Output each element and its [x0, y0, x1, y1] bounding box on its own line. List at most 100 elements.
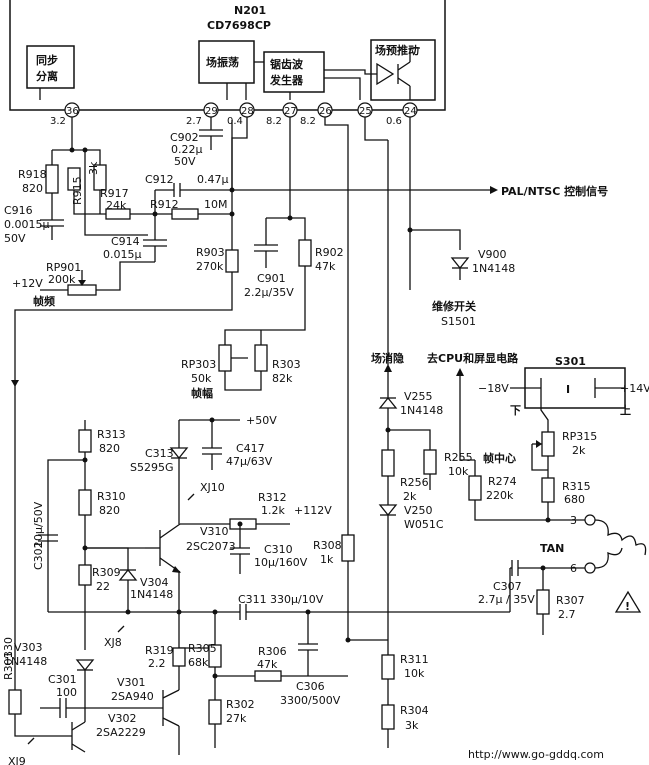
ic-n201: N201 CD7698CP 同步 分离 场振荡 锯齿波 发生器 场预推动	[9, 0, 446, 111]
pin-25: 25	[359, 106, 372, 117]
c417-val: 47μ/63V	[226, 455, 273, 468]
s301-ref: S301	[555, 355, 586, 368]
r917-ref: R917	[100, 187, 129, 200]
c311-ref: C311	[238, 593, 267, 606]
v900-val: 1N4148	[472, 262, 515, 275]
pin-28: 28	[241, 106, 254, 117]
sawtooth-label-2: 发生器	[269, 73, 304, 87]
r305-val: 68k	[188, 656, 209, 669]
c901-ref: C901	[257, 272, 286, 285]
r917-val: 24k	[106, 199, 127, 212]
switch-pos: I	[566, 383, 570, 396]
xj10-label: XJ10	[200, 481, 225, 494]
frame-center-label: 帧中心	[483, 451, 516, 465]
r306-val: 47k	[257, 658, 278, 671]
pin-26: 26	[319, 106, 332, 117]
r915-val: 3k	[87, 161, 100, 175]
v310-val: 2SC2073	[186, 540, 236, 553]
v304-ref: V304	[140, 576, 169, 589]
c306-ref: C306	[296, 680, 325, 693]
c302-val: 10μ/50V	[32, 501, 45, 548]
up-label: 上	[620, 403, 631, 417]
osc-block	[198, 40, 255, 84]
r915-ref: R915	[71, 176, 84, 205]
r902-val: 47k	[315, 260, 336, 273]
c902-ref: C902	[170, 131, 199, 144]
xj9-label: XJ9	[8, 755, 26, 765]
c301-ref: C301	[48, 673, 77, 686]
r310-ref: R310	[97, 490, 126, 503]
r307-val: 2.7	[558, 608, 576, 621]
s1501-label: 维修开关	[432, 299, 476, 313]
sawtooth-label-1: 锯齿波	[270, 57, 304, 71]
c902-v: 50V	[174, 155, 196, 168]
c307-ref: C307	[493, 580, 522, 593]
v304-val: 1N4148	[130, 588, 173, 601]
c914-ref: C914	[111, 235, 140, 248]
osc-label: 场振荡	[206, 55, 239, 69]
c902-val: 0.22μ	[171, 143, 203, 156]
c306-val: 3300/500V	[280, 694, 341, 707]
ic-part: CD7698CP	[207, 19, 271, 32]
r302-val: 27k	[226, 712, 247, 725]
v250-ref: V250	[404, 504, 433, 517]
v301-ref: V301	[117, 676, 146, 689]
rp303-val: 50k	[191, 372, 212, 385]
plus12v-label: +12V	[12, 277, 43, 290]
sawtooth-block	[263, 51, 325, 93]
v310-ref: V310	[200, 525, 229, 538]
r304-ref: R304	[400, 704, 429, 717]
r305-ref: R305	[188, 642, 217, 655]
rp901-val: 200k	[48, 273, 76, 286]
ic-ref: N201	[234, 4, 266, 17]
c311-val: 330μ/10V	[270, 593, 324, 606]
minus18v-label: −18V	[478, 382, 509, 395]
pin-36: 36	[66, 106, 79, 117]
r255-ref: R255	[444, 451, 473, 464]
r307-ref: R307	[556, 594, 585, 607]
c302-ref: C302	[32, 541, 45, 570]
junction-dots	[69, 147, 551, 679]
r903-ref: R903	[196, 246, 225, 259]
r310-val: 820	[99, 504, 120, 517]
tan-label: TAN	[540, 542, 564, 555]
r304-val: 3k	[405, 719, 419, 732]
c310-val: 10μ/160V	[254, 556, 308, 569]
sawtooth-network: C901 2.2μ/35V R902 47k RP303 50k 帧幅 R303…	[181, 117, 515, 640]
frame-amp-label: 帧幅	[191, 386, 213, 400]
pinv-27: 8.2	[266, 116, 282, 127]
r274-ref: R274	[488, 475, 517, 488]
v301-val: 2SA940	[111, 690, 154, 703]
yoke-network: 场消隐 去CPU和屏显电路 V255 1N4148 R255 10k R256 …	[348, 140, 649, 748]
frame-freq-label: 帧频	[33, 294, 55, 308]
c313-val: S5295G	[130, 461, 174, 474]
r912-val: 10M	[204, 198, 228, 211]
r311-ref: R311	[400, 653, 429, 666]
source-url: http://www.go-gddq.com	[468, 748, 604, 761]
r301-val: 330	[2, 637, 15, 658]
r319-ref: R319	[145, 644, 174, 657]
c313-ref: C313	[145, 447, 174, 460]
pinv-24: 0.6	[386, 116, 402, 127]
cpu-label: 去CPU和屏显电路	[427, 351, 519, 365]
warning-mark: !	[625, 600, 630, 613]
r315-val: 680	[564, 493, 585, 506]
plus14v-label: +14V	[620, 382, 649, 395]
v255-val: 1N4148	[400, 404, 443, 417]
rp901-ref: RP901	[46, 261, 81, 274]
rp303-ref: RP303	[181, 358, 216, 371]
r313-ref: R313	[97, 428, 126, 441]
rp315-ref: RP315	[562, 430, 597, 443]
rp315-val: 2k	[572, 444, 586, 457]
plus112v-label: +112V	[294, 504, 332, 517]
c916-val: 0.0015μ	[4, 218, 50, 231]
pinv-28: 0.4	[227, 116, 243, 127]
s1501-ref: S1501	[441, 315, 476, 328]
predrive-label: 场预推动	[375, 43, 419, 57]
v302-ref: V302	[108, 712, 137, 725]
r903-val: 270k	[196, 260, 224, 273]
r902-ref: R902	[315, 246, 344, 259]
r315-ref: R315	[562, 480, 591, 493]
xj8-label: XJ8	[104, 636, 122, 649]
r303-ref: R303	[272, 358, 301, 371]
